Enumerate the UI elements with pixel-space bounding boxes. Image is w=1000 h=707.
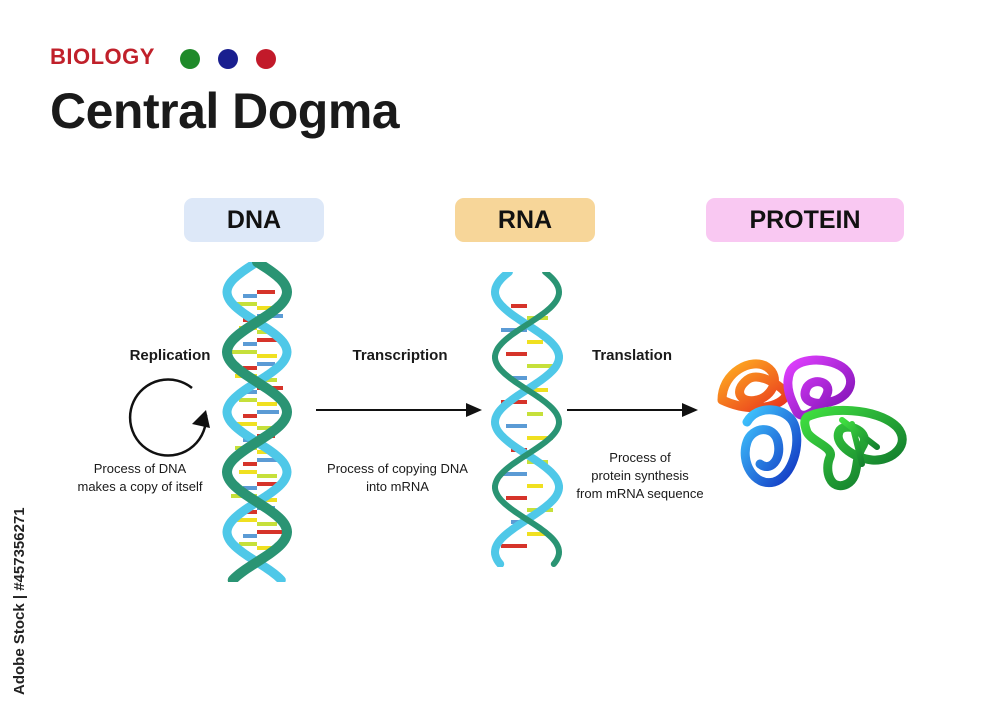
green-dot xyxy=(180,49,200,69)
nucleotide-base xyxy=(257,402,277,406)
helix-backbone xyxy=(222,262,292,582)
subject-label: BIOLOGY xyxy=(50,44,155,69)
nucleotide-base xyxy=(257,522,277,526)
blue-dot xyxy=(218,49,238,69)
nucleotide-base xyxy=(231,350,257,354)
red-dot xyxy=(256,49,276,69)
nucleotide-base xyxy=(527,340,543,344)
replication-desc-line: makes a copy of itself xyxy=(77,479,203,494)
nucleotide-base xyxy=(243,390,257,394)
helix-backbone xyxy=(492,272,563,567)
nucleotide-base xyxy=(243,510,257,514)
dna-double-helix-icon xyxy=(221,262,293,582)
nucleotide-base xyxy=(243,294,257,298)
transcription-desc-line: Process of copying DNA xyxy=(327,461,468,476)
transcription-desc-line: into mRNA xyxy=(366,479,429,494)
folded-protein-icon xyxy=(717,355,907,491)
translation-desc-line: Process of xyxy=(609,450,671,465)
nucleotide-base xyxy=(257,354,277,358)
nucleotide-base xyxy=(257,546,277,550)
color-dots xyxy=(180,49,276,69)
transcription-description: Process of copying DNA into mRNA xyxy=(305,460,490,496)
circular-arrow-icon xyxy=(128,378,210,457)
stage-rna-label: RNA xyxy=(455,198,595,242)
translation-title: Translation xyxy=(591,347,673,364)
nucleotide-base xyxy=(506,424,527,428)
nucleotide-base xyxy=(257,362,275,366)
replication-title: Replication xyxy=(129,347,211,364)
nucleotide-base xyxy=(243,462,257,466)
nucleotide-base xyxy=(506,496,527,500)
nucleotide-base xyxy=(511,304,527,308)
page-title: Central Dogma xyxy=(50,83,400,139)
nucleotide-base xyxy=(231,422,257,426)
nucleotide-base xyxy=(235,518,257,522)
translation-desc-line: protein synthesis xyxy=(591,468,689,483)
nucleotide-base xyxy=(527,388,548,392)
stage-protein-label: PROTEIN xyxy=(706,198,904,242)
nucleotide-base xyxy=(511,376,527,380)
nucleotide-base xyxy=(257,458,283,462)
stage-dna-label: DNA xyxy=(184,198,324,242)
nucleotide-base xyxy=(527,412,543,416)
nucleotide-base xyxy=(243,534,257,538)
translation-description: Process of protein synthesis from mRNA s… xyxy=(565,449,715,503)
nucleotide-base xyxy=(257,426,277,430)
nucleotide-base xyxy=(527,532,548,536)
right-arrow-icon xyxy=(316,403,482,417)
watermark: Adobe Stock | #457356271 xyxy=(6,475,30,695)
nucleotide-base xyxy=(257,338,279,342)
nucleotide-base xyxy=(257,482,279,486)
helix-backbone xyxy=(221,262,293,582)
nucleotide-base xyxy=(257,474,277,478)
nucleotide-base xyxy=(527,484,543,488)
nucleotide-base xyxy=(243,342,257,346)
nucleotide-base xyxy=(235,302,257,306)
watermark-text: Adobe Stock | #457356271 xyxy=(11,507,28,695)
nucleotide-base xyxy=(239,470,257,474)
nucleotide-base xyxy=(501,544,527,548)
helix-backbone xyxy=(490,272,563,567)
nucleotide-base xyxy=(527,364,553,368)
rna-strand-icon xyxy=(490,272,563,567)
nucleotide-base xyxy=(243,366,257,370)
nucleotide-base xyxy=(257,530,283,534)
right-arrow-icon xyxy=(567,403,698,417)
nucleotide-base xyxy=(501,472,527,476)
nucleotide-base xyxy=(257,306,277,310)
nucleotide-base xyxy=(243,486,257,490)
nucleotide-base xyxy=(257,290,275,294)
nucleotide-base xyxy=(243,414,257,418)
nucleotide-base xyxy=(239,398,257,402)
replication-desc-line: Process of DNA xyxy=(93,461,187,476)
nucleotide-base xyxy=(527,436,553,440)
nucleotide-base xyxy=(257,410,279,414)
translation-desc-line: from mRNA sequence xyxy=(576,486,704,501)
nucleotide-base xyxy=(239,542,257,546)
nucleotide-base xyxy=(506,352,527,356)
replication-description: Process of DNA makes a copy of itself xyxy=(60,460,220,496)
transcription-title: Transcription xyxy=(352,347,448,364)
